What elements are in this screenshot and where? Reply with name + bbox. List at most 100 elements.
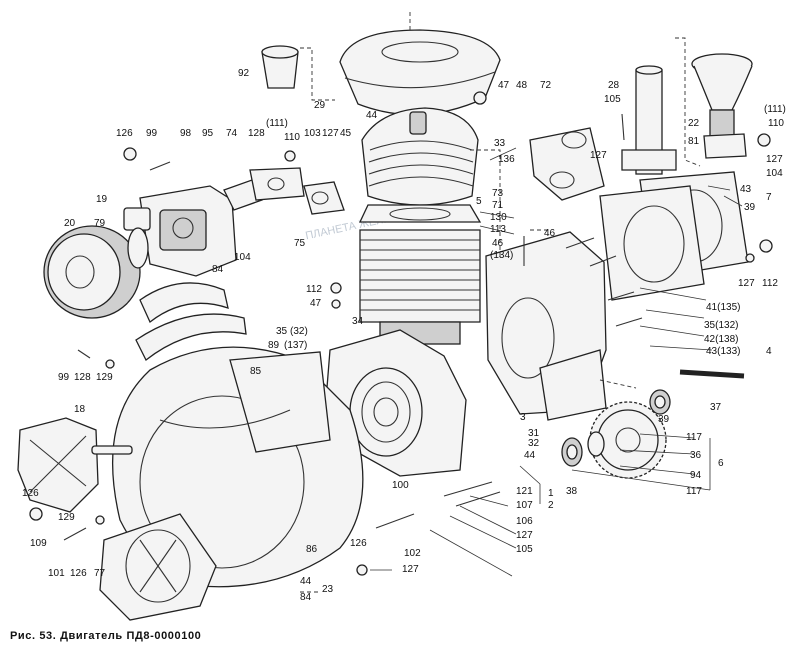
callout-29: 29	[314, 100, 326, 111]
callout-39: 39	[658, 414, 670, 425]
callout-128: 128	[74, 372, 91, 383]
callout-126: 126	[22, 488, 39, 499]
callout-3: 3	[520, 412, 526, 423]
callout-117: 117	[686, 432, 702, 443]
callout-31: 31	[528, 428, 540, 439]
callout-127: 127	[322, 128, 339, 139]
callout-127: 127	[766, 154, 783, 165]
callout-44: 44	[524, 450, 536, 461]
callout-98: 98	[180, 128, 192, 139]
callout-134: (134)	[490, 250, 513, 261]
callout-42-138: 42(138)	[704, 334, 738, 345]
callout-1: 1	[548, 488, 554, 499]
callout-126: 126	[350, 538, 367, 549]
exhaust-pipe	[621, 65, 677, 175]
callout-19: 19	[96, 194, 108, 205]
callout-129: 129	[58, 512, 75, 523]
callout-32: 32	[528, 438, 540, 449]
callout-129: 129	[96, 372, 113, 383]
callout-105: 105	[604, 94, 621, 105]
callout-92: 92	[238, 68, 250, 79]
callout-22: 22	[688, 118, 700, 129]
callout-75: 75	[294, 238, 306, 249]
callout-127: 127	[516, 530, 533, 541]
callout-35-132: 35(132)	[704, 320, 738, 331]
callout-127: 127	[590, 150, 607, 161]
callout-117: 117	[686, 486, 702, 497]
callout-109: 109	[30, 538, 47, 549]
callout-37: 37	[710, 402, 722, 413]
callout-labels: 92 29 44 47 48 72 28 105 22 (111) 110 81…	[22, 68, 786, 603]
callout-39: 39	[744, 202, 756, 213]
callout-111: (111)	[764, 104, 786, 115]
callout-48: 48	[516, 80, 528, 91]
callout-38: 38	[566, 486, 578, 497]
leader-92-29	[300, 47, 335, 101]
callout-4: 4	[766, 346, 772, 357]
baffle-plate-84	[135, 282, 247, 362]
callout-126: 126	[116, 128, 133, 139]
callout-127: 127	[402, 564, 419, 575]
starter-cover	[17, 417, 133, 513]
callout-102: 102	[404, 548, 421, 559]
callout-137: (137)	[284, 340, 307, 351]
callout-44: 44	[366, 110, 378, 121]
callout-74: 74	[226, 128, 238, 139]
muffler-cap	[691, 53, 753, 159]
callout-130: 130	[490, 212, 507, 223]
callout-110: 110	[768, 118, 784, 129]
timing-gear	[589, 401, 667, 479]
carburetor	[123, 185, 237, 277]
callout-2: 2	[548, 500, 554, 511]
callout-107: 107	[516, 500, 533, 511]
callout-7: 7	[766, 192, 772, 203]
callout-99: 99	[146, 128, 158, 139]
callout-44: 44	[300, 576, 312, 587]
callout-43-133: 43(133)	[706, 346, 740, 357]
callout-43: 43	[740, 184, 752, 195]
bolts	[29, 91, 773, 576]
intake-flanges	[223, 167, 345, 215]
callout-104: 104	[766, 168, 783, 179]
callout-20: 20	[64, 218, 76, 229]
impeller-flange	[99, 513, 217, 621]
callout-112: 112	[306, 284, 322, 295]
figure-caption: Рис. 53. Двигатель ПД8-0000100	[10, 630, 202, 642]
callout-46: 46	[544, 228, 556, 239]
callout-6: 6	[718, 458, 724, 469]
studs	[523, 236, 745, 379]
rubber-plug	[261, 45, 299, 89]
callout-18: 18	[74, 404, 86, 415]
cylinder-block	[359, 229, 481, 345]
head-gasket	[358, 204, 482, 223]
callout-113: 113	[490, 224, 506, 235]
callout-79: 79	[94, 218, 106, 229]
callout-94: 94	[690, 470, 702, 481]
callout-85: 85	[250, 366, 262, 377]
air-filter	[43, 225, 141, 319]
callout-86: 86	[306, 544, 318, 555]
callout-47: 47	[498, 80, 510, 91]
callout-103: 103	[304, 128, 321, 139]
callout-34: 34	[352, 316, 364, 327]
exhaust-elbow	[529, 127, 605, 201]
callout-72: 72	[540, 80, 552, 91]
callout-77: 77	[94, 568, 106, 579]
callout-121: 121	[516, 486, 533, 497]
callout-5: 5	[476, 196, 482, 207]
callout-127: 127	[738, 278, 755, 289]
callout-111: (111)	[266, 118, 288, 129]
callout-105: 105	[516, 544, 533, 555]
filter-gasket-79	[127, 227, 149, 269]
leader-lines	[300, 37, 743, 593]
callout-84: 84	[212, 264, 224, 275]
callout-89: 89	[268, 340, 280, 351]
callout-81: 81	[688, 136, 700, 147]
callout-45: 45	[340, 128, 352, 139]
callout-23: 23	[322, 584, 334, 595]
callout-35: 35	[276, 326, 288, 337]
callout-47: 47	[310, 298, 322, 309]
callout-110: 110	[284, 132, 300, 143]
callout-100: 100	[392, 480, 409, 491]
